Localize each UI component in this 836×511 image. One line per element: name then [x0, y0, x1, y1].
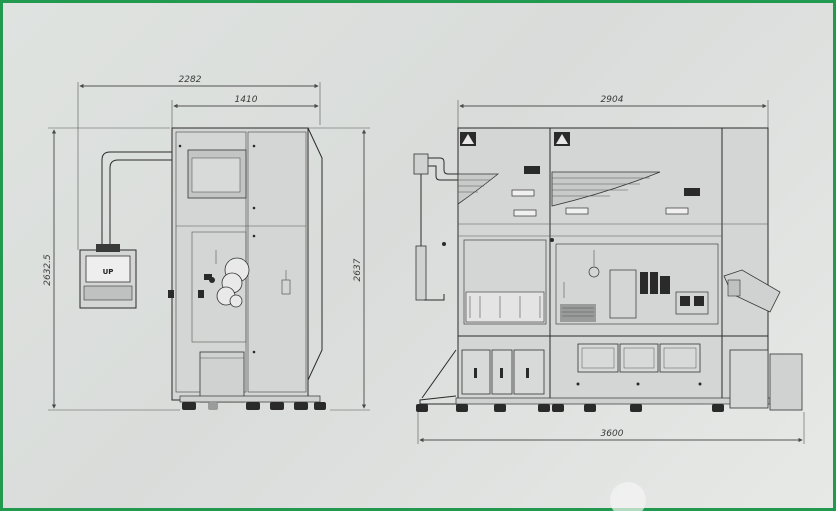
dim-2637: 2637	[353, 258, 363, 281]
side-wheels	[182, 402, 326, 410]
monitor: UP	[79, 244, 137, 309]
dimension-front-total-width: 3600	[417, 412, 805, 444]
dimension-side-body-width: 1410	[171, 95, 319, 128]
dimension-front-body-width: 2904	[457, 95, 769, 128]
front-discharge-chute	[723, 269, 803, 411]
front-wheels	[416, 404, 724, 412]
monitor-arm	[101, 151, 172, 245]
monitor-label: UP	[103, 268, 114, 276]
dim-2282: 2282	[179, 75, 202, 85]
front-monitor-arm	[413, 153, 458, 301]
dim-1410: 1410	[235, 95, 258, 105]
dim-3600: 3600	[601, 429, 624, 439]
dimension-side-body-height: 2637	[308, 127, 370, 411]
front-machine-body	[419, 127, 771, 405]
dimension-side-total-height: 2632.5	[43, 127, 180, 411]
side-view: 2282 1410 2632.5 2637	[43, 75, 370, 411]
dim-2904: 2904	[601, 95, 624, 105]
front-view: 2904 3600	[413, 95, 805, 444]
light-spot	[610, 482, 646, 511]
dimension-side-total-width: 2282	[77, 75, 321, 250]
side-machine-body	[168, 127, 323, 403]
dim-2632-5: 2632.5	[43, 254, 53, 286]
